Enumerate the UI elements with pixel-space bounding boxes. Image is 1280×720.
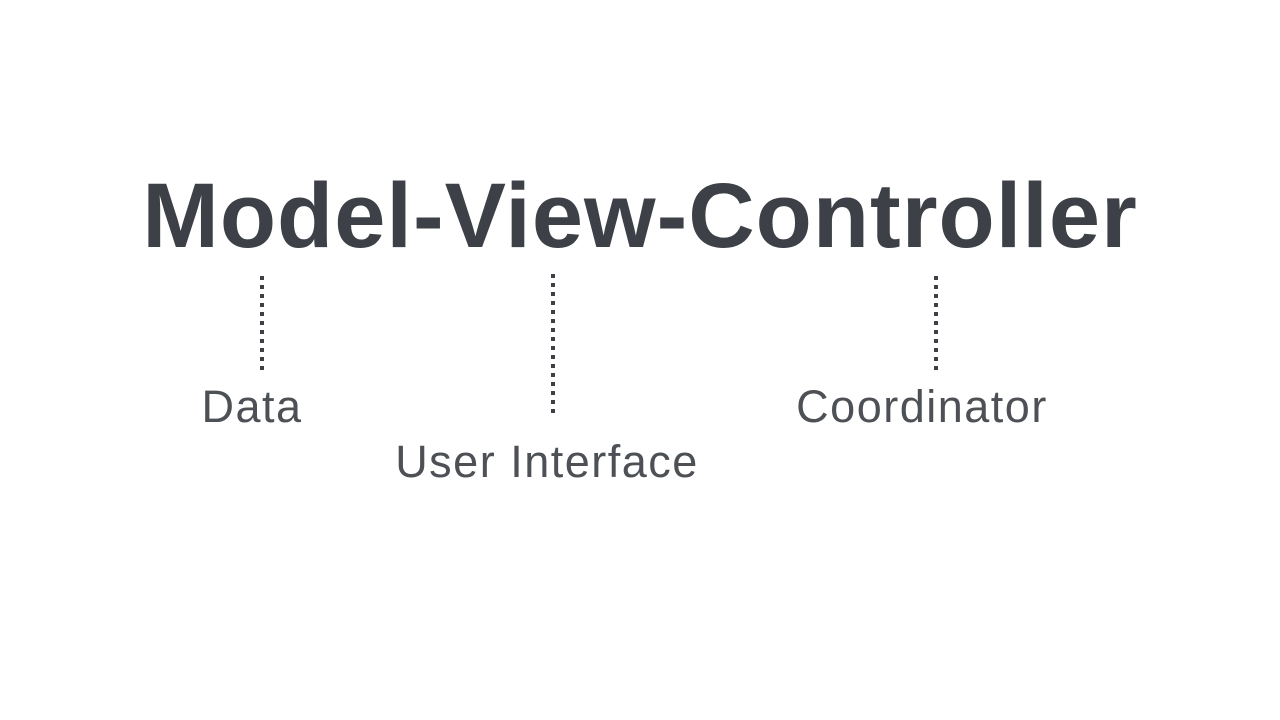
view-connector-dotted-line — [551, 274, 555, 418]
controller-node-label: Coordinator — [796, 381, 1048, 432]
controller-connector-dotted-line — [934, 276, 938, 370]
model-node-label: Data — [201, 381, 303, 432]
model-connector-dotted-line — [260, 276, 264, 370]
view-node-label: User Interface — [395, 436, 699, 487]
diagram-title: Model-View-Controller — [142, 165, 1138, 267]
